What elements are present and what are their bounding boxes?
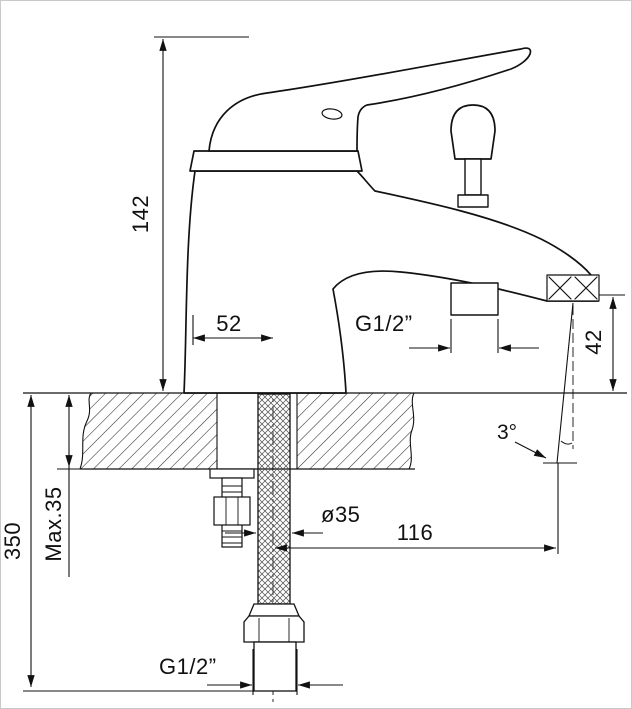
dim-angle-label: 3° bbox=[497, 421, 517, 444]
stud-washer bbox=[209, 468, 255, 479]
flow-angle bbox=[514, 302, 577, 464]
flow-line bbox=[556, 302, 574, 464]
angle-arc bbox=[560, 440, 573, 445]
flex-hose bbox=[243, 393, 305, 692]
hose-braid bbox=[257, 393, 291, 605]
dim-52-label: 52 bbox=[216, 311, 241, 336]
dim-116-label: 116 bbox=[397, 520, 434, 545]
deck-hatch-right bbox=[296, 392, 415, 470]
diverter-flange bbox=[457, 194, 489, 208]
stud-nut bbox=[213, 496, 251, 526]
faucet bbox=[183, 47, 600, 394]
diverter-knob bbox=[450, 104, 496, 160]
countertop-section bbox=[79, 392, 415, 470]
dim-142-label: 142 bbox=[128, 195, 153, 233]
hose-ferrule bbox=[248, 603, 300, 617]
handle-lever bbox=[208, 47, 532, 152]
dim-42-label: 42 bbox=[581, 329, 606, 354]
hose-thread-pipe bbox=[253, 641, 297, 692]
dim-dia35-label: ø35 bbox=[321, 502, 360, 527]
angle-leader-arrow bbox=[514, 441, 547, 459]
handle-detail bbox=[321, 108, 343, 120]
shower-outlet-fitting bbox=[450, 282, 499, 316]
dim-max35-label: Max.35 bbox=[41, 486, 66, 561]
handle-cap bbox=[189, 150, 363, 172]
dimension-lines bbox=[23, 36, 625, 695]
dim-g12-top-label: G1/2” bbox=[355, 311, 413, 336]
hose-nut bbox=[243, 615, 305, 643]
mounting-stud bbox=[209, 468, 255, 548]
stud-threads bbox=[222, 485, 242, 544]
dim-g12-bottom-label: G1/2” bbox=[159, 654, 217, 679]
body-spout-outline bbox=[183, 170, 599, 394]
diverter-stem bbox=[464, 158, 482, 196]
deck-hatch-left bbox=[79, 392, 218, 470]
dim-350-label: 350 bbox=[1, 522, 25, 560]
aerator bbox=[546, 274, 600, 302]
